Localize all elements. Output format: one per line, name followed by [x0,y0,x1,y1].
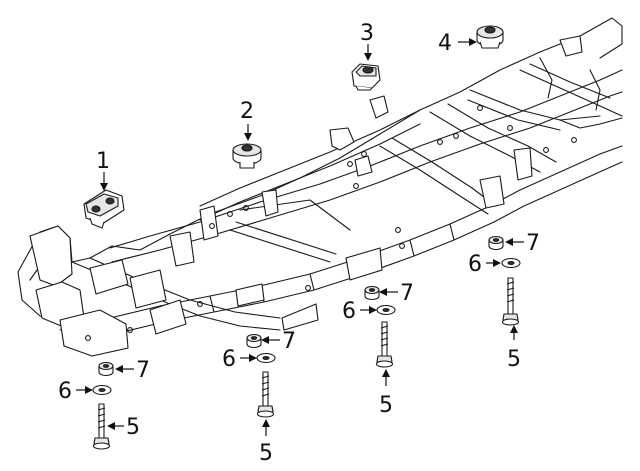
washer-part-6-c [376,304,396,316]
bolt-part-5-d [501,277,520,326]
washer-part-6-b [256,352,276,364]
washer-part-6-a [92,384,112,396]
washer-part-6-d [501,257,521,269]
callout-4: 4 [438,31,452,56]
callout-7-c: 7 [400,281,414,306]
body-mount-part-3 [351,63,381,91]
callout-7-d: 7 [526,231,540,256]
callout-5-b: 5 [259,441,273,466]
vehicle-frame [17,17,623,357]
nut-part-7-b [246,333,262,349]
bolt-part-5-a [92,403,111,450]
callout-6-a: 6 [58,379,72,404]
body-mount-part-4 [476,25,504,49]
callout-6-d: 6 [468,252,482,277]
callout-5-c: 5 [379,393,393,418]
callout-5-d: 5 [507,347,521,372]
body-mount-part-1 [83,189,125,229]
callout-1: 1 [96,149,110,174]
body-mount-part-2 [232,143,262,169]
leader-arrows [76,38,524,436]
bolt-part-5-b [256,371,275,418]
nut-part-7-d [488,235,504,251]
nut-part-7-a [98,361,114,377]
callout-7-a: 7 [136,358,150,383]
bolt-part-5-c [375,321,394,368]
nut-part-7-c [364,285,380,301]
callout-6-b: 6 [222,347,236,372]
callout-7-b: 7 [282,329,296,354]
callout-2: 2 [240,99,254,124]
callout-6-c: 6 [342,299,356,324]
callout-3: 3 [360,21,374,46]
callout-5-a: 5 [126,415,140,440]
